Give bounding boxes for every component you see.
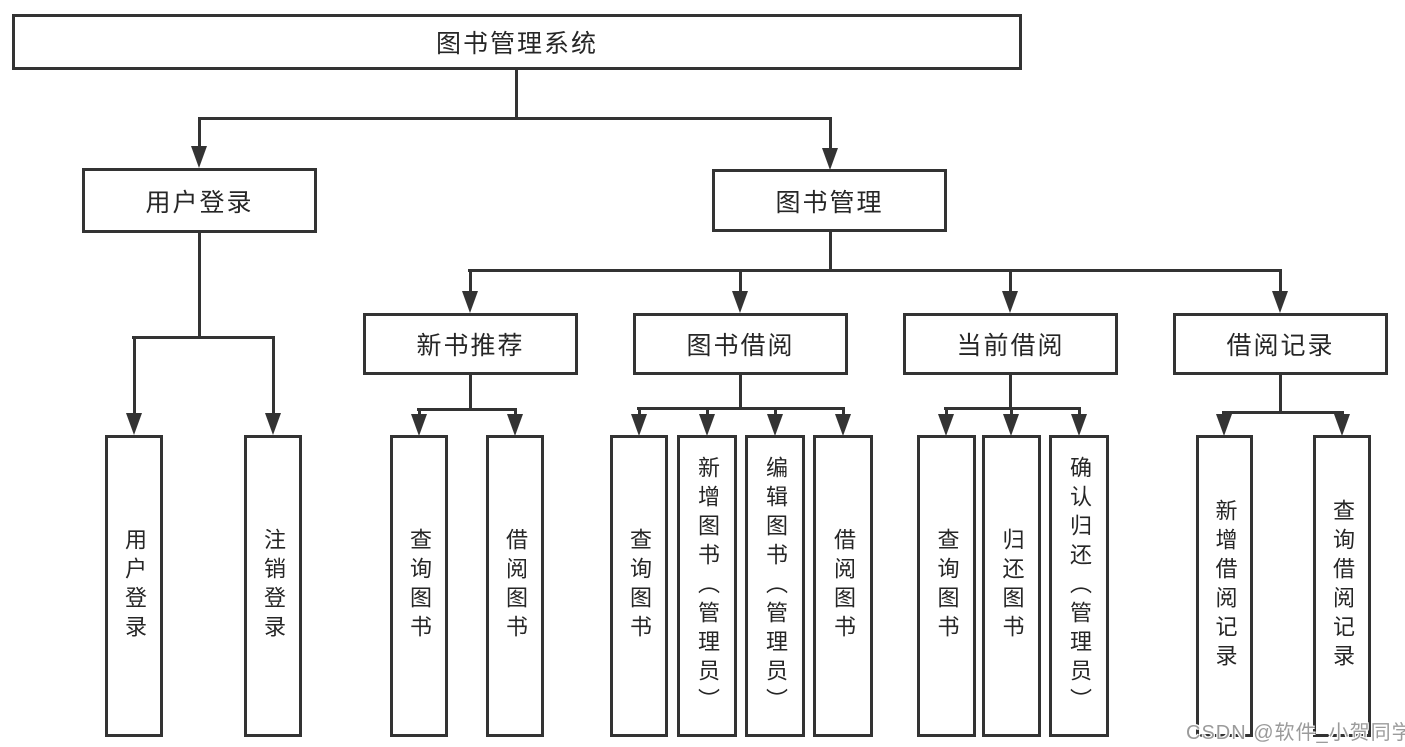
arrow-down-icon	[1272, 291, 1288, 313]
arrow-down-icon	[699, 414, 715, 436]
connector-line	[1222, 411, 1344, 414]
connector-line	[272, 336, 275, 413]
node-user-login-label: 用户登录	[145, 188, 254, 217]
leaf-confirm-return-admin-label: 确认归还（管理员）	[1067, 455, 1092, 717]
connector-line	[706, 407, 709, 414]
arrow-down-icon	[507, 414, 523, 436]
node-user-login: 用户登录	[82, 168, 317, 233]
node-current-borrow: 当前借阅	[903, 313, 1118, 375]
connector-line	[198, 233, 201, 336]
leaf-logout-label: 注销登录	[261, 528, 286, 644]
arrow-down-icon	[411, 414, 427, 436]
node-library-system-label: 图书管理系统	[435, 30, 598, 58]
connector-line	[132, 336, 275, 339]
connector-line	[829, 117, 832, 148]
arrow-down-icon	[767, 414, 783, 436]
leaf-borrow-books: 借阅图书	[813, 435, 873, 737]
node-new-book-recommend-label: 新书推荐	[416, 332, 525, 360]
connector-line	[1279, 375, 1282, 411]
leaf-recommend-borrow-books-label: 借阅图书	[503, 528, 528, 644]
leaf-current-query-books-label: 查询图书	[934, 528, 960, 644]
leaf-edit-books-admin-label: 编辑图书（管理员）	[763, 455, 788, 717]
leaf-return-books: 归还图书	[982, 435, 1041, 737]
leaf-return-books-label: 归还图书	[999, 528, 1025, 644]
leaf-borrow-query-books-label: 查询图书	[627, 528, 652, 644]
arrow-down-icon	[1071, 414, 1087, 436]
arrow-down-icon	[1002, 291, 1018, 313]
arrow-down-icon	[191, 146, 207, 168]
connector-line	[469, 375, 472, 408]
connector-line	[1341, 411, 1344, 414]
csdn-watermark: CSDN @软件_小贺同学	[1186, 722, 1405, 744]
connector-line	[638, 407, 641, 414]
connector-line	[1009, 269, 1012, 291]
arrow-down-icon	[835, 414, 851, 436]
leaf-borrow-query-books: 查询图书	[610, 435, 668, 737]
connector-line	[133, 336, 136, 413]
leaf-add-books-admin: 新增图书（管理员）	[677, 435, 737, 737]
connector-line	[1223, 411, 1226, 414]
connector-line	[739, 375, 742, 407]
connector-line	[198, 117, 831, 120]
leaf-query-borrow-record: 查询借阅记录	[1313, 435, 1371, 737]
connector-line	[468, 269, 1282, 272]
connector-line	[637, 407, 845, 410]
connector-line	[1009, 375, 1012, 407]
node-library-system: 图书管理系统	[12, 14, 1022, 70]
connector-line	[1279, 269, 1282, 291]
leaf-recommend-borrow-books: 借阅图书	[486, 435, 544, 737]
arrow-down-icon	[631, 414, 647, 436]
leaf-logout: 注销登录	[244, 435, 302, 737]
connector-line	[1078, 407, 1081, 414]
arrow-down-icon	[1216, 414, 1232, 436]
connector-line	[515, 69, 518, 117]
arrow-down-icon	[126, 413, 142, 435]
node-book-borrow-label: 图书借阅	[686, 332, 795, 360]
connector-line	[198, 117, 201, 146]
leaf-add-borrow-record-label: 新增借阅记录	[1212, 499, 1238, 673]
connector-line	[774, 407, 777, 414]
node-book-management-label: 图书管理	[775, 188, 884, 217]
connector-line	[514, 408, 517, 414]
arrow-down-icon	[822, 148, 838, 170]
connector-line	[842, 407, 845, 414]
leaf-confirm-return-admin: 确认归还（管理员）	[1049, 435, 1109, 737]
arrow-down-icon	[462, 291, 478, 313]
leaf-current-query-books: 查询图书	[917, 435, 976, 737]
leaf-edit-books-admin: 编辑图书（管理员）	[745, 435, 805, 737]
connector-line	[418, 408, 421, 414]
arrow-down-icon	[938, 414, 954, 436]
connector-line	[945, 407, 948, 414]
leaf-recommend-query-books-label: 查询图书	[407, 528, 432, 644]
leaf-borrow-books-label: 借阅图书	[831, 528, 856, 644]
node-current-borrow-label: 当前借阅	[956, 332, 1065, 360]
leaf-query-borrow-record-label: 查询借阅记录	[1330, 499, 1355, 673]
connector-line	[1010, 407, 1013, 414]
node-borrow-records-label: 借阅记录	[1226, 332, 1335, 360]
leaf-user-login: 用户登录	[105, 435, 163, 737]
leaf-add-borrow-record: 新增借阅记录	[1196, 435, 1253, 737]
connector-line	[739, 269, 742, 291]
arrow-down-icon	[1003, 414, 1019, 436]
leaf-add-books-admin-label: 新增图书（管理员）	[695, 455, 720, 717]
leaf-recommend-query-books: 查询图书	[390, 435, 448, 737]
node-new-book-recommend: 新书推荐	[363, 313, 578, 375]
connector-line	[829, 232, 832, 269]
arrow-down-icon	[1334, 414, 1350, 436]
node-book-management: 图书管理	[712, 169, 947, 232]
node-book-borrow: 图书借阅	[633, 313, 848, 375]
arrow-down-icon	[265, 413, 281, 435]
arrow-down-icon	[732, 291, 748, 313]
node-borrow-records: 借阅记录	[1173, 313, 1388, 375]
connector-line	[469, 269, 472, 291]
connector-line	[417, 408, 517, 411]
leaf-user-login-label: 用户登录	[122, 528, 147, 644]
